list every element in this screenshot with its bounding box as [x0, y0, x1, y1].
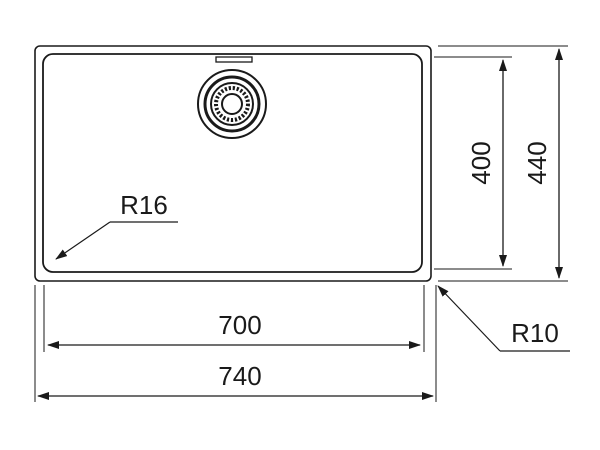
label-outer-height: 440 — [522, 141, 552, 184]
label-outer-radius: R10 — [511, 318, 559, 348]
label-outer-width: 740 — [218, 361, 261, 391]
dimension-outer-width — [34, 285, 437, 402]
label-inner-height: 400 — [466, 141, 496, 184]
dimension-outer-height — [438, 45, 568, 282]
label-inner-radius: R16 — [120, 190, 168, 220]
sink-outer-edge — [34, 45, 432, 282]
sink-bowl-edge — [42, 53, 423, 273]
leader-outer-radius — [437, 285, 570, 352]
label-inner-width: 700 — [218, 310, 261, 340]
leader-inner-radius — [55, 221, 178, 260]
drain-icon — [197, 56, 267, 139]
dimension-inner-height — [434, 56, 512, 270]
dimension-inner-width — [43, 285, 425, 352]
